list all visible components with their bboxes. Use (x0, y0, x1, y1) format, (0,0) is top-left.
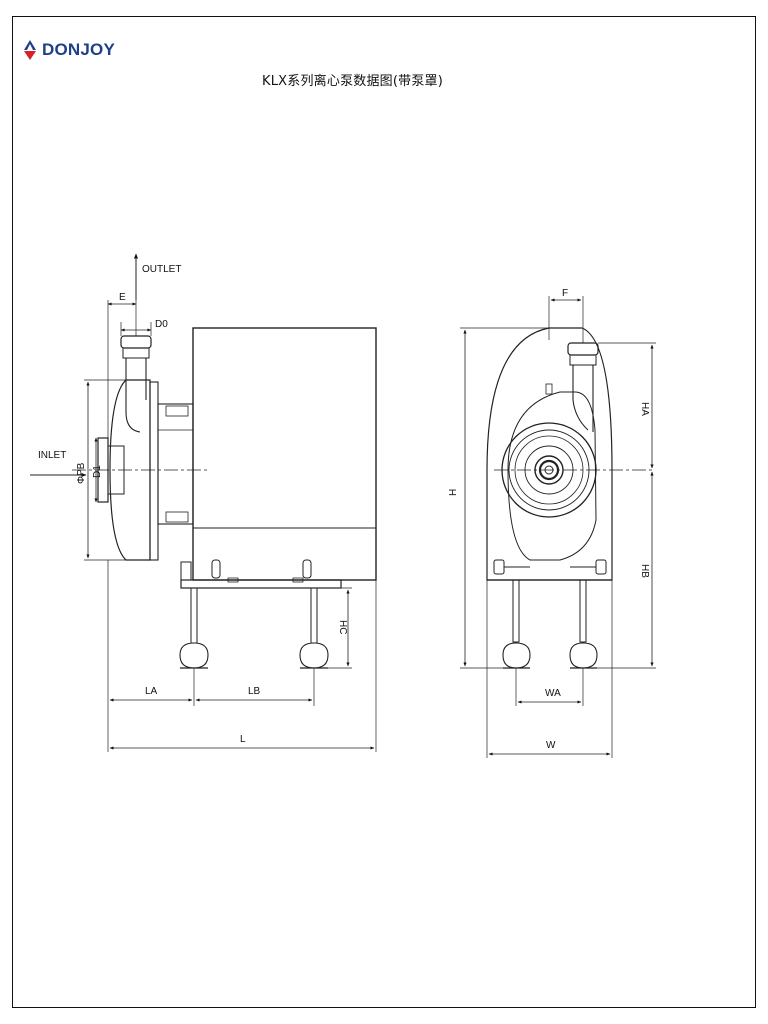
label-wa: WA (545, 688, 561, 699)
label-pb: ΦPB (76, 462, 87, 484)
label-inlet: INLET (38, 450, 66, 461)
base-frame (180, 579, 342, 589)
foot-right (299, 642, 329, 669)
label-la: LA (145, 686, 158, 697)
volute-vent (545, 383, 553, 395)
front-bracket-right (595, 559, 607, 575)
inlet-clamp-ring (534, 455, 564, 485)
front-bracket-left (493, 559, 505, 575)
label-f: F (562, 288, 568, 299)
inlet-bore (538, 459, 560, 481)
front-foot-right (569, 642, 598, 669)
mount-stud-right (302, 559, 312, 579)
label-hc: HC (337, 620, 348, 634)
label-d1: D1 (92, 465, 103, 478)
foot-left (179, 642, 209, 669)
inlet-center (544, 465, 554, 475)
side-view (30, 253, 377, 752)
label-w: W (546, 740, 556, 751)
label-d0: D0 (155, 319, 168, 330)
front-outlet-ferrule (569, 354, 597, 366)
frame-tab-1 (227, 577, 239, 583)
casing-ring-3 (524, 445, 574, 495)
label-ha: HA (639, 402, 650, 416)
base-bracket-left (180, 561, 192, 581)
volute (507, 391, 597, 561)
pump-casing-side (109, 379, 151, 561)
brand-name: DONJOY (42, 40, 115, 59)
label-h: H (448, 489, 459, 496)
adapter-bolt-top (165, 405, 189, 417)
drawing-title: KLX系列离心泵数据图(带泵罩) (262, 74, 444, 89)
outlet-ferrule (122, 347, 150, 359)
label-l: L (240, 734, 246, 745)
label-outlet: OUTLET (142, 264, 181, 275)
outlet-pipe (125, 358, 147, 433)
label-e: E (119, 292, 126, 303)
label-lb: LB (248, 686, 261, 697)
label-hb: HB (639, 564, 650, 578)
front-outlet-pipe (572, 365, 594, 432)
front-leg-left (512, 579, 520, 643)
outlet-clamp (120, 335, 152, 349)
back-plate (149, 381, 159, 561)
front-view (460, 296, 656, 758)
drawing-border (12, 16, 756, 1008)
logo-mark-icon (24, 40, 36, 60)
casing-outer-circle (501, 422, 597, 518)
brand-logo: DONJOY (22, 36, 115, 64)
adapter-bolt-bottom (165, 511, 189, 523)
adapter (157, 403, 194, 525)
mount-stud-left (211, 559, 221, 579)
motor-shroud (192, 327, 377, 581)
leg-right (310, 587, 318, 644)
frame-tab-2 (292, 577, 304, 583)
front-foot-left (502, 642, 531, 669)
casing-ring-1 (508, 429, 590, 511)
leg-left (190, 587, 198, 644)
front-outlet-clamp (567, 342, 599, 356)
front-leg-right (579, 579, 587, 643)
casing-ring-2 (514, 435, 584, 505)
